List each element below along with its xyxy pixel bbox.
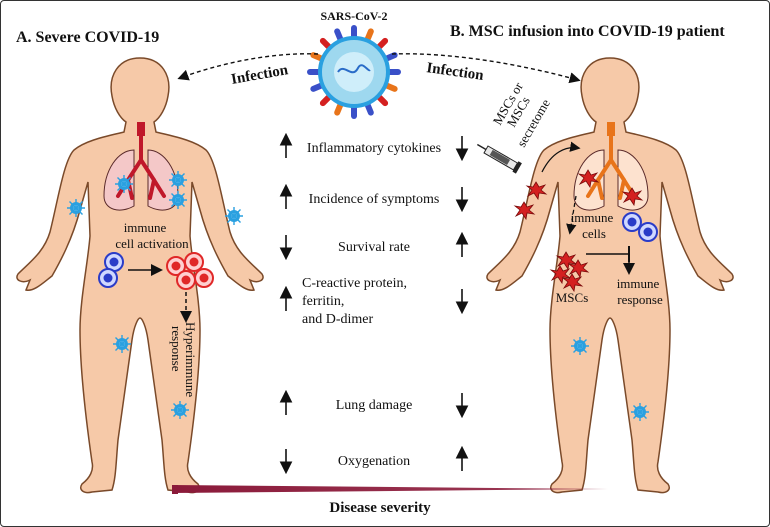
immune-response-label-1: immune	[617, 276, 660, 291]
mscs-label: MSCs	[556, 290, 589, 305]
immune-cells-label-2: cells	[582, 226, 606, 241]
immune-cells-label-1: immune	[571, 210, 614, 225]
comparison-label: and D-dimer	[302, 312, 373, 327]
severity-bar	[172, 485, 608, 493]
comparison-label: Lung damage	[336, 398, 413, 413]
comparison-label: C-reactive protein,	[302, 276, 407, 291]
panel-b-title: B. MSC infusion into COVID-19 patient	[450, 23, 725, 40]
hyperimmune-label: Hyperimmune	[183, 322, 198, 397]
comparison-label: Incidence of symptoms	[309, 192, 440, 207]
infection-arrow-right	[391, 53, 581, 84]
infection-label-left: Infection	[230, 62, 290, 88]
panel-a-title: A. Severe COVID-19	[16, 29, 159, 46]
immune-label-left: immune	[124, 220, 167, 235]
body-left	[16, 57, 264, 494]
infection-label-right: Infection	[425, 60, 485, 84]
infection-arrow-left	[177, 53, 319, 81]
sars-cov-2-icon	[307, 25, 401, 119]
body-right	[486, 57, 734, 494]
comparison-label: ferritin,	[302, 294, 344, 309]
virus-label: SARS-CoV-2	[320, 9, 387, 23]
response-label-left: response	[169, 326, 184, 372]
comparison-label: Survival rate	[338, 240, 410, 255]
msc-to-immune-arrow	[566, 195, 577, 235]
severity-bar-base	[172, 485, 178, 494]
comparison-label: Inflammatory cytokines	[307, 141, 441, 156]
syringe-icon	[476, 143, 522, 174]
comparison-label: Oxygenation	[338, 454, 410, 469]
infusion-arrow	[541, 141, 581, 173]
cell-activation-label: cell activation	[115, 236, 189, 251]
immune-response-label-2: response	[617, 292, 663, 307]
severity-label: Disease severity	[329, 500, 431, 516]
